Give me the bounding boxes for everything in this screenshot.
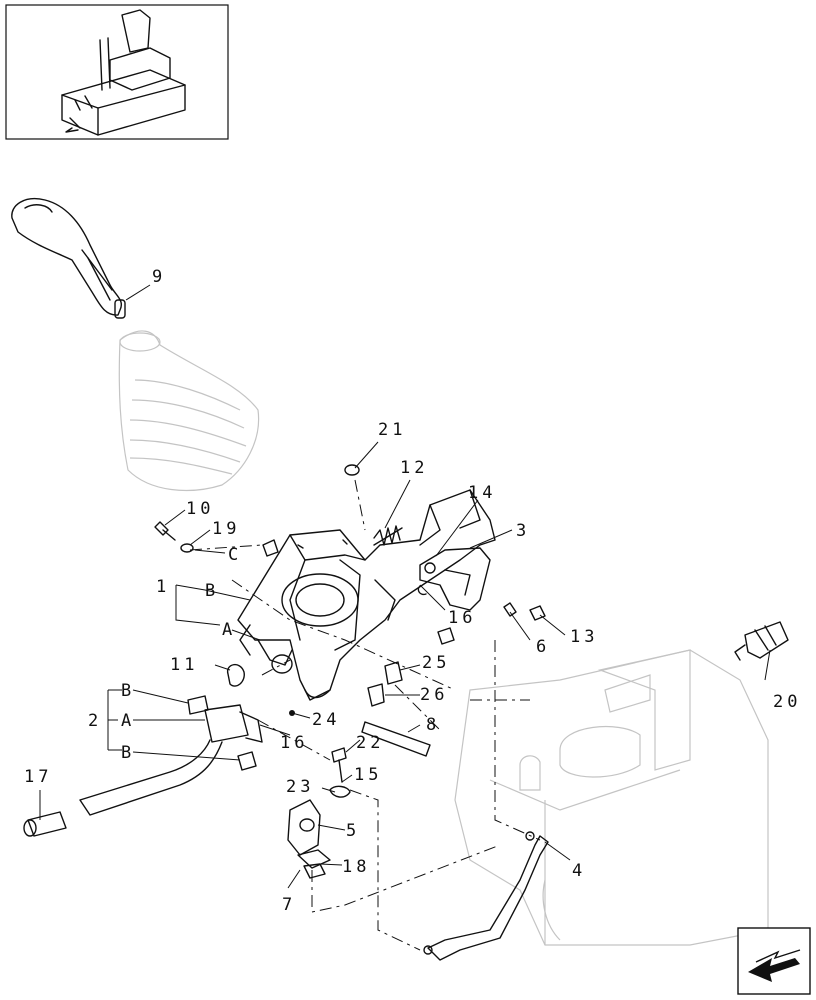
callout-19: 19 (212, 519, 240, 539)
assembly-centerlines (189, 479, 541, 951)
callout-B-top: B (121, 681, 135, 701)
shifter-bracket (237, 489, 496, 701)
callout-C: C (228, 545, 242, 565)
callout-24: 24 (312, 710, 340, 730)
cable-end (734, 621, 789, 661)
callout-13: 13 (570, 627, 598, 647)
callout-11: 11 (170, 655, 198, 675)
callout-8: 8 (426, 715, 440, 735)
callout-6: 6 (536, 637, 550, 657)
support-bracket (287, 799, 331, 879)
gate-plate (419, 547, 491, 611)
callout-4: 4 (572, 861, 586, 881)
shift-lever-knob (11, 198, 126, 319)
callout-21: 21 (378, 420, 406, 440)
callout-20: 20 (773, 692, 801, 712)
callout-1: 1 (156, 577, 170, 597)
callout-3: 3 (516, 521, 530, 541)
thumbnail-locator (5, 4, 229, 140)
callout-22: 22 (356, 733, 384, 753)
callout-B-bottom: B (121, 743, 135, 763)
callout-7: 7 (282, 895, 296, 915)
callout-A-bracket: A (222, 620, 236, 640)
arrow-nav-icon[interactable] (737, 927, 811, 995)
callout-18: 18 (342, 857, 370, 877)
callout-17: 17 (24, 767, 52, 787)
small-parts (154, 464, 546, 798)
shift-linkage (23, 695, 263, 837)
leader-lines (39, 284, 771, 889)
callout-B-bracket: B (205, 581, 219, 601)
callout-23: 23 (286, 777, 314, 797)
spring (373, 525, 403, 546)
shift-boot-ghost (118, 330, 260, 492)
callout-A-linkage: A (121, 711, 135, 731)
part-callouts: 9 21 12 14 3 10 19 C 1 B A 16 6 13 11 25… (24, 267, 801, 915)
callout-10: 10 (186, 499, 214, 519)
shift-rod (423, 831, 549, 961)
callout-26: 26 (420, 685, 448, 705)
callout-5: 5 (346, 821, 360, 841)
callout-12: 12 (400, 458, 428, 478)
callout-9: 9 (152, 267, 166, 287)
callout-15: 15 (354, 765, 382, 785)
callout-14: 14 (468, 483, 496, 503)
housing-ghost (454, 649, 769, 946)
callout-2: 2 (88, 711, 102, 731)
callout-25: 25 (422, 653, 450, 673)
callout-16-plate: 16 (448, 608, 476, 628)
callout-16-linkage: 16 (280, 733, 308, 753)
